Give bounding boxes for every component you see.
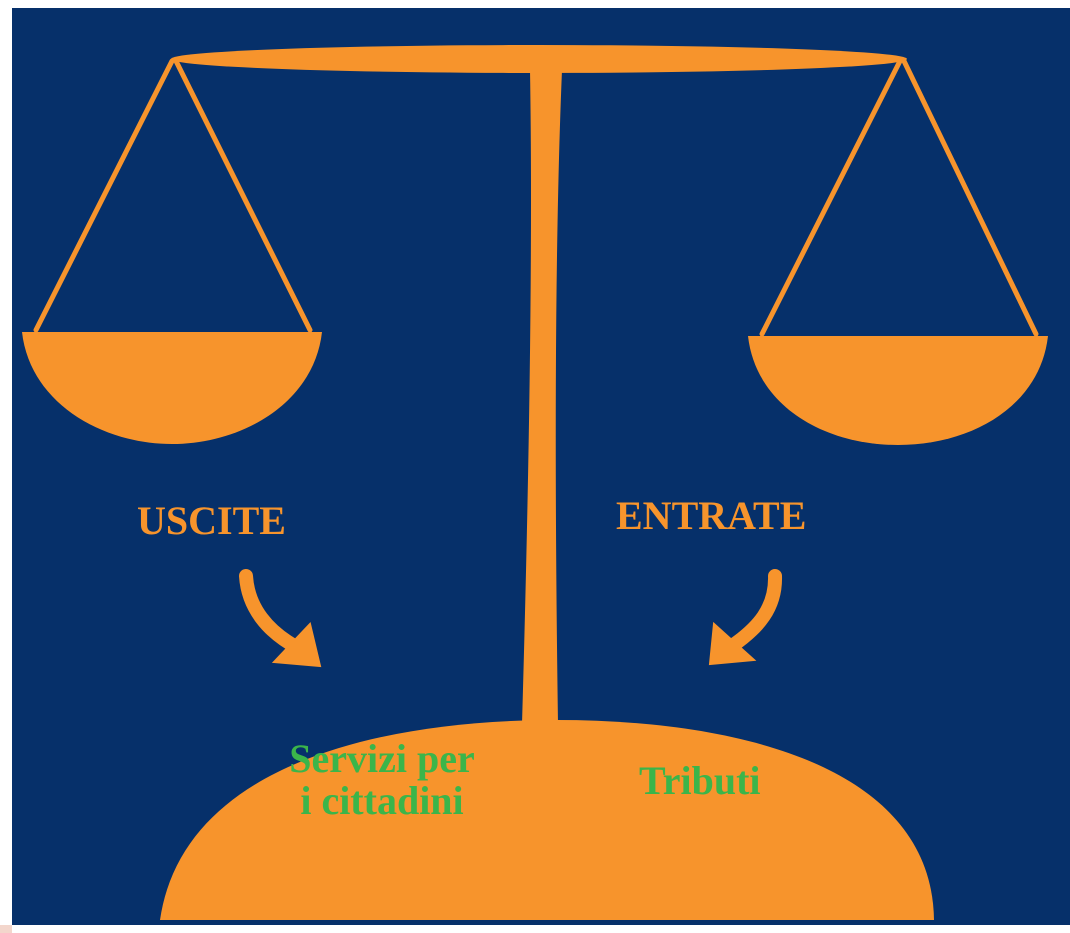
servizi-label-line-2: i cittadini	[300, 778, 464, 823]
left-chain-inner	[173, 58, 313, 333]
page-edge-strip	[0, 925, 12, 933]
uscite-label: USCITE	[137, 498, 286, 543]
balance-scale-illustration	[22, 45, 1048, 920]
right-pan	[748, 336, 1048, 445]
left-pan	[22, 332, 322, 444]
entrate-label: ENTRATE	[616, 493, 807, 538]
tributi-label: Tributi	[639, 758, 761, 803]
scale-pillar	[522, 70, 562, 724]
servizi-label-line-1: Servizi per	[289, 736, 475, 781]
servizi-label: Servizi per i cittadini	[267, 738, 497, 822]
curved-arrow-down-right-icon	[239, 569, 322, 668]
scale-beam	[171, 45, 907, 73]
balance-scale-diagram: USCITE ENTRATE Servizi per i cittadini T…	[12, 8, 1070, 925]
right-chain-inner	[759, 58, 903, 337]
curved-arrow-down-left-icon	[708, 569, 783, 666]
scale-base	[160, 720, 934, 920]
right-chain-outer	[901, 58, 1039, 337]
left-chain-outer	[33, 58, 175, 333]
